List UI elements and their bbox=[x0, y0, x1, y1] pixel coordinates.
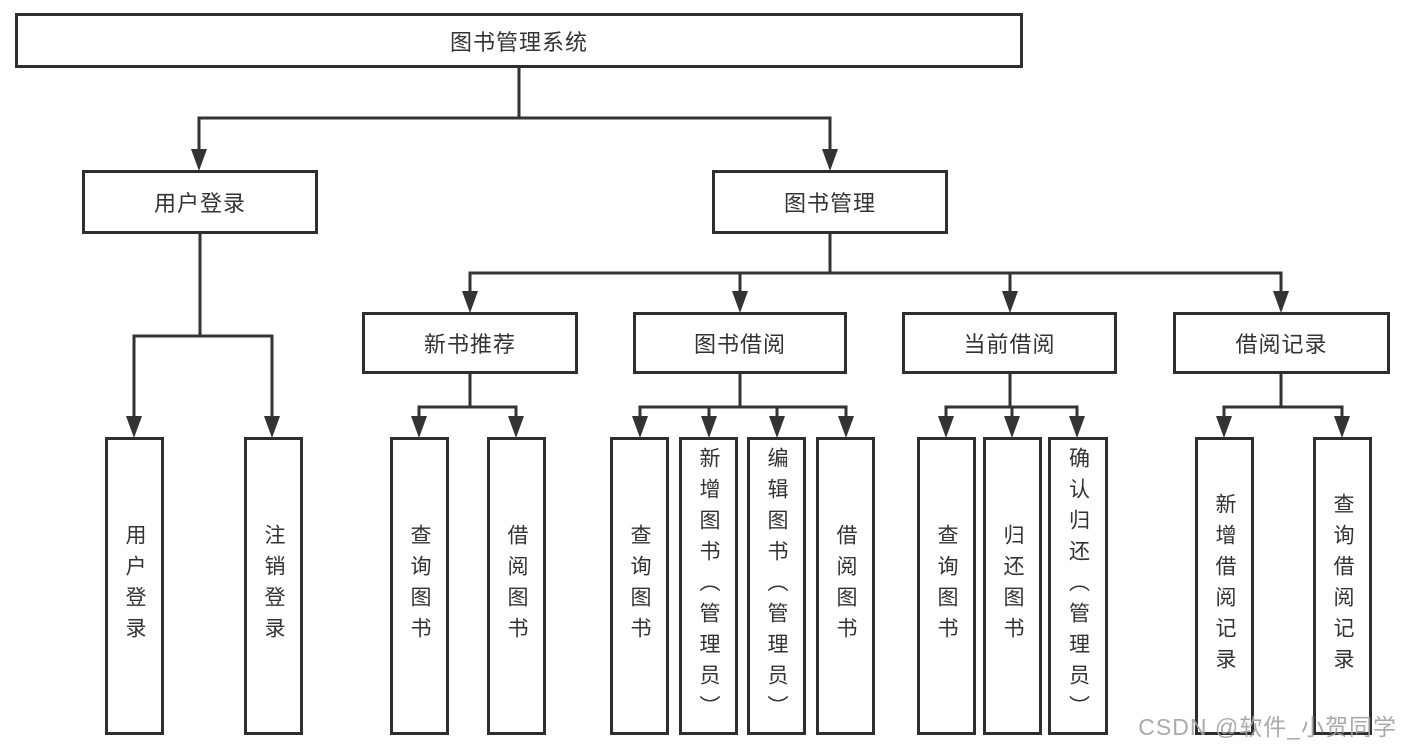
arrow-down-icon bbox=[1002, 291, 1018, 313]
connector-segment bbox=[132, 334, 274, 418]
leaf-query-borrow-record: 查询借阅记录 bbox=[1313, 437, 1372, 735]
connector-segment bbox=[1222, 405, 1344, 418]
leaf-return-books: 归还图书 bbox=[983, 437, 1042, 735]
node-label: 图书管理系统 bbox=[449, 29, 588, 55]
connector-segment bbox=[197, 116, 832, 150]
node-current-borrowing: 当前借阅 bbox=[902, 312, 1117, 374]
connector-segment bbox=[638, 405, 848, 418]
node-borrowing-records: 借阅记录 bbox=[1173, 312, 1390, 374]
node-book-borrowing: 图书借阅 bbox=[633, 312, 847, 374]
node-label: 新书推荐 bbox=[423, 332, 516, 357]
arrow-down-icon bbox=[1069, 416, 1085, 438]
leaf-label: 查询借阅记录 bbox=[1331, 493, 1354, 679]
leaf-user-login: 用户登录 bbox=[105, 437, 164, 735]
leaf-label: 借阅图书 bbox=[505, 524, 528, 648]
leaf-label: 新增借阅记录 bbox=[1213, 493, 1236, 679]
arrow-down-icon bbox=[838, 416, 854, 438]
leaf-logout-login: 注销登录 bbox=[244, 437, 303, 735]
arrow-down-icon bbox=[1273, 291, 1289, 313]
leaf-borrow-books-borrowing: 借阅图书 bbox=[816, 437, 875, 735]
arrow-down-icon bbox=[264, 416, 280, 438]
leaf-query-books-borrowing: 查询图书 bbox=[610, 437, 669, 735]
arrow-down-icon bbox=[701, 416, 717, 438]
leaf-borrow-books-recommend: 借阅图书 bbox=[487, 437, 546, 735]
arrow-down-icon bbox=[732, 291, 748, 313]
leaf-query-books-recommend: 查询图书 bbox=[390, 437, 449, 735]
leaf-label: 确认归还（管理员） bbox=[1066, 446, 1090, 726]
leaf-label: 查询图书 bbox=[935, 524, 958, 648]
arrow-down-icon bbox=[462, 291, 478, 313]
leaf-query-books-current: 查询图书 bbox=[917, 437, 976, 735]
leaf-add-borrow-record: 新增借阅记录 bbox=[1195, 437, 1254, 735]
node-user-login-branch: 用户登录 bbox=[82, 170, 318, 234]
leaf-label: 归还图书 bbox=[1001, 524, 1024, 648]
leaf-label: 查询图书 bbox=[628, 524, 651, 648]
leaf-edit-books-admin: 编辑图书（管理员） bbox=[747, 437, 806, 735]
arrow-down-icon bbox=[126, 416, 142, 438]
leaf-confirm-return-admin: 确认归还（管理员） bbox=[1048, 437, 1108, 735]
arrow-down-icon bbox=[411, 416, 427, 438]
arrow-down-icon bbox=[1216, 416, 1232, 438]
leaf-label: 用户登录 bbox=[123, 524, 146, 648]
leaf-label: 注销登录 bbox=[262, 524, 285, 648]
arrow-down-icon bbox=[632, 416, 648, 438]
leaf-label: 新增图书（管理员） bbox=[697, 446, 720, 726]
node-new-book-recommendation: 新书推荐 bbox=[362, 312, 578, 374]
connector-segment bbox=[417, 405, 518, 418]
arrow-down-icon bbox=[191, 149, 207, 171]
arrow-down-icon bbox=[508, 416, 524, 438]
leaf-add-books-admin: 新增图书（管理员） bbox=[679, 437, 738, 735]
connector-lines bbox=[132, 68, 1344, 418]
node-label: 借阅记录 bbox=[1235, 332, 1328, 357]
arrow-down-icon bbox=[1004, 416, 1020, 438]
leaf-label: 编辑图书（管理员） bbox=[765, 446, 788, 726]
csdn-watermark: CSDN @软件_小贺同学 bbox=[1138, 714, 1397, 740]
node-label: 当前借阅 bbox=[963, 332, 1056, 357]
node-label: 图书借阅 bbox=[693, 332, 786, 357]
leaf-label: 查询图书 bbox=[408, 524, 431, 648]
connector-segment bbox=[468, 271, 1283, 293]
arrow-down-icon bbox=[1334, 416, 1350, 438]
node-label: 图书管理 bbox=[783, 191, 876, 216]
arrow-down-icon bbox=[822, 149, 838, 171]
node-book-management: 图书管理 bbox=[712, 170, 948, 234]
node-library-management-system: 图书管理系统 bbox=[15, 13, 1023, 68]
node-label: 用户登录 bbox=[153, 191, 246, 216]
arrow-down-icon bbox=[769, 416, 785, 438]
arrowheads bbox=[126, 149, 1350, 438]
leaf-label: 借阅图书 bbox=[834, 524, 857, 648]
arrow-down-icon bbox=[938, 416, 954, 438]
